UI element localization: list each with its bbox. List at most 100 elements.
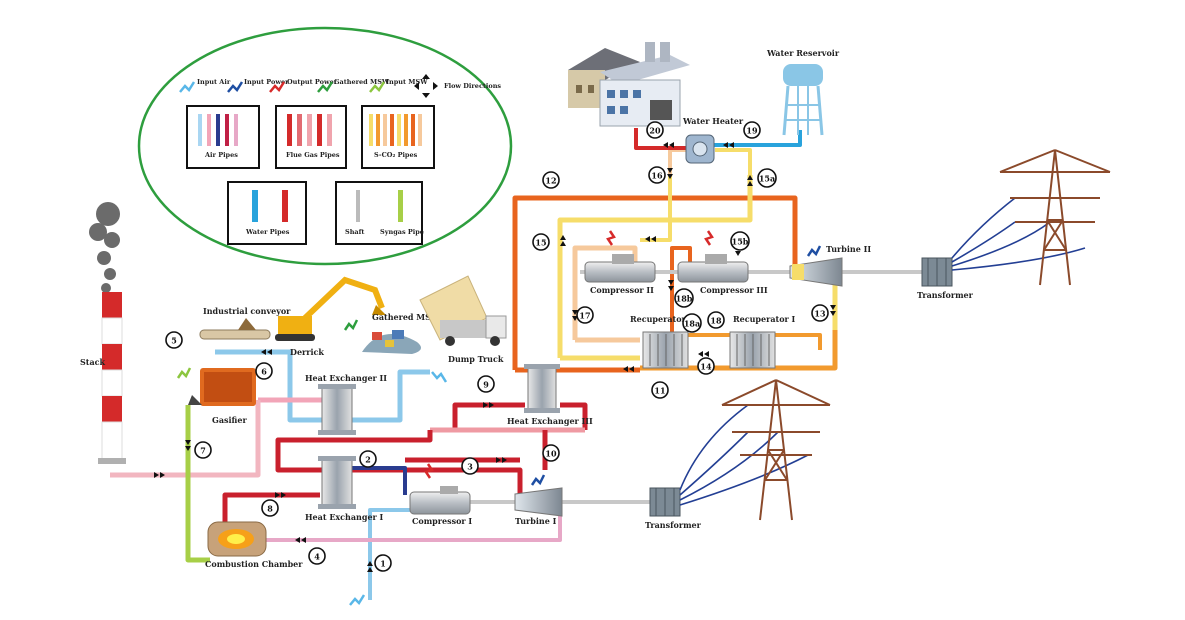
state-label: 18b bbox=[676, 294, 693, 304]
state-point-13: 13 bbox=[811, 304, 829, 322]
state-label: 14 bbox=[700, 362, 712, 372]
water-heater-label: Water Heater bbox=[682, 116, 744, 126]
water-pipe-20 bbox=[634, 128, 688, 150]
factory-building bbox=[568, 42, 690, 127]
state-label: 15a bbox=[759, 174, 775, 184]
compressor-3-label: Compressor III bbox=[700, 285, 768, 295]
state-point-15b: 15b bbox=[730, 231, 750, 251]
turbine-2: Turbine II bbox=[789, 244, 871, 287]
state-label: 15b bbox=[732, 237, 749, 247]
state-point-18a: 18a bbox=[682, 313, 702, 333]
recuperator-1: Recuperator I bbox=[729, 314, 796, 369]
state-point-10: 10 bbox=[542, 444, 560, 462]
syngas-pipe-7 bbox=[185, 405, 210, 563]
state-point-2: 2 bbox=[359, 450, 377, 468]
state-label: 2 bbox=[365, 455, 371, 465]
sco2-pipe-12 bbox=[512, 195, 798, 370]
flue-gas-pipe-8 bbox=[222, 492, 320, 530]
state-point-20: 20 bbox=[646, 121, 664, 139]
input-msw-arrow-icon bbox=[176, 367, 192, 379]
turbine-1: Turbine I bbox=[514, 474, 563, 526]
legend-sco2-pipes: S-CO₂ Pipes bbox=[374, 151, 418, 159]
state-label: 12 bbox=[545, 176, 556, 186]
transformer-2: Transformer bbox=[917, 257, 974, 300]
flow-directions-icon bbox=[414, 74, 438, 98]
combustion-chamber-label: Combustion Chamber bbox=[205, 559, 303, 569]
state-point-18b: 18b bbox=[674, 288, 694, 308]
legend-air-pipes: Air Pipes bbox=[204, 151, 238, 159]
derrick-label: Derrick bbox=[290, 347, 324, 357]
state-point-18: 18 bbox=[707, 311, 725, 329]
legend-water-pipes: Water Pipes bbox=[245, 228, 290, 236]
compressor-3: Compressor III bbox=[677, 230, 768, 295]
legend-input-msw: Input MSW bbox=[386, 78, 428, 86]
heat-exchanger-1: Heat Exchanger I bbox=[305, 456, 384, 522]
transmission-tower-1 bbox=[721, 379, 831, 521]
compressor-1-label: Compressor I bbox=[412, 516, 472, 526]
state-point-15a: 15a bbox=[757, 168, 777, 188]
turbine-2-label: Turbine II bbox=[826, 244, 871, 254]
water-pipe-19 bbox=[712, 130, 802, 147]
state-label: 7 bbox=[200, 446, 206, 456]
water-reservoir-label: Water Reservoir bbox=[766, 48, 840, 58]
input-msw-arrow-icon bbox=[369, 81, 386, 93]
heat-exchanger-2-label: Heat Exchanger II bbox=[305, 373, 387, 383]
state-label: 9 bbox=[483, 380, 489, 390]
dump-truck-label: Dump Truck bbox=[448, 354, 504, 364]
state-point-6: 6 bbox=[255, 362, 273, 380]
state-point-1: 1 bbox=[374, 554, 392, 572]
state-point-11: 11 bbox=[651, 381, 669, 399]
input-air-arrow-icon bbox=[179, 81, 196, 93]
flue-gas-pipe-9b bbox=[560, 402, 588, 430]
legend-input-air: Input Air bbox=[197, 78, 231, 86]
water-reservoir: Water Reservoir bbox=[766, 48, 840, 136]
sco2-pipe-17 bbox=[572, 245, 638, 340]
state-point-9: 9 bbox=[477, 375, 495, 393]
sco2-pipe-15a bbox=[715, 148, 752, 175]
state-label: 10 bbox=[545, 449, 557, 459]
sco2-pipe-15 bbox=[557, 175, 753, 358]
state-label: 6 bbox=[261, 367, 267, 377]
recuperator-2-label: Recuperator II bbox=[630, 314, 696, 324]
output-power-arrow-icon bbox=[530, 474, 546, 486]
turbine-1-label: Turbine I bbox=[515, 516, 557, 526]
state-label: 18a bbox=[684, 319, 700, 329]
stack-label: Stack bbox=[80, 357, 106, 367]
transformer-1: Transformer bbox=[645, 487, 702, 530]
gasifier: Gasifier bbox=[188, 368, 256, 425]
air-pipe-1 bbox=[368, 508, 410, 600]
derrick: Derrick bbox=[275, 276, 386, 357]
state-label: 8 bbox=[267, 504, 273, 514]
input-air-arrow-icon bbox=[349, 594, 366, 606]
dump-truck: Dump Truck bbox=[419, 275, 507, 364]
legend-shaft: Shaft bbox=[345, 228, 364, 236]
heat-exchanger-2: Heat Exchanger II bbox=[305, 373, 387, 435]
transformer-2-label: Transformer bbox=[917, 290, 974, 300]
gathered-msw-arrow-icon bbox=[317, 81, 334, 93]
shaft-syngas-box bbox=[335, 181, 423, 245]
exhaust-air-arrow-icon bbox=[431, 371, 448, 383]
stack: Stack bbox=[80, 202, 126, 464]
state-label: 1 bbox=[380, 559, 386, 569]
state-label: 11 bbox=[654, 386, 665, 396]
state-point-8: 8 bbox=[261, 499, 279, 517]
state-point-7: 7 bbox=[194, 441, 212, 459]
state-label: 4 bbox=[314, 552, 320, 562]
compressor-2-label: Compressor II bbox=[590, 285, 654, 295]
compressor-2: Compressor II bbox=[584, 230, 656, 295]
air-pipe-4 bbox=[265, 505, 562, 542]
state-point-3: 3 bbox=[461, 457, 479, 475]
gathered-msw-pile: Gathered MSW bbox=[343, 312, 441, 354]
state-point-14: 14 bbox=[697, 357, 715, 375]
state-label: 17 bbox=[579, 311, 590, 321]
state-label: 5 bbox=[171, 336, 177, 346]
legend-syngas-pipe: Syngas Pipe bbox=[380, 228, 424, 236]
legend: Input Air Input Power Output Power Gathe… bbox=[137, 26, 513, 266]
input-power-arrow-icon bbox=[606, 230, 616, 246]
state-label: 19 bbox=[746, 126, 758, 136]
state-point-5: 5 bbox=[165, 331, 183, 349]
state-label: 18 bbox=[710, 316, 722, 326]
smoke-icon bbox=[89, 202, 120, 293]
